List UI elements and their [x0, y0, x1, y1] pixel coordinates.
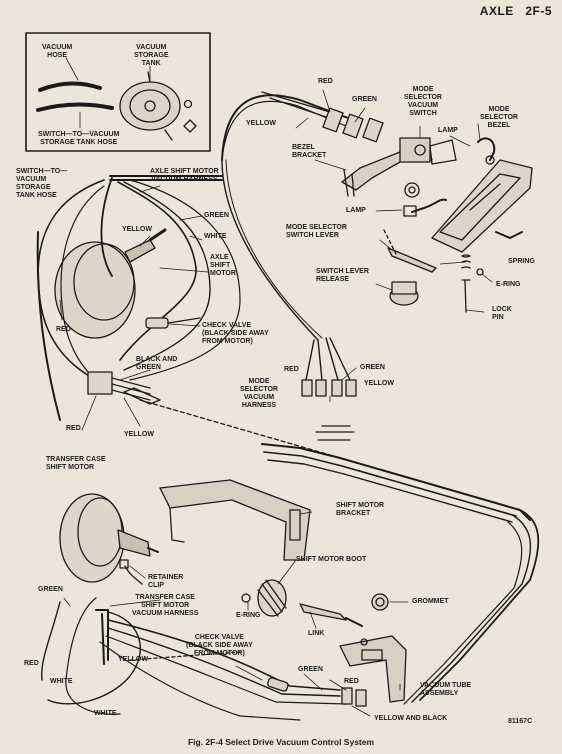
- label-mode-selector-bezel: MODE SELECTOR BEZEL: [480, 106, 518, 129]
- label-vacuum-tube-assembly: VACUUM TUBE ASSEMBLY: [420, 682, 472, 697]
- label-green-top: GREEN: [352, 96, 377, 103]
- label-mode-selector-vacuum-harness: MODE SELECTOR VACUUM HARNESS: [240, 378, 278, 409]
- label-retainer-clip: RETAINER CLIP: [148, 574, 184, 589]
- label-green-4: GREEN: [38, 586, 63, 593]
- label-red-3: RED: [284, 366, 299, 373]
- transfer-case-shift-motor: [59, 493, 159, 583]
- link: [299, 603, 347, 621]
- vacuum-tube-assembly: [339, 635, 407, 703]
- label-yellow-top: YELLOW: [246, 120, 276, 127]
- label-lamp-2: LAMP: [346, 207, 366, 214]
- label-switch-lever-release: SWITCH LEVER RELEASE: [316, 268, 369, 283]
- figure-code: 81167C: [508, 718, 533, 725]
- label-spring: SPRING: [508, 258, 535, 265]
- label-yellow-2: YELLOW: [124, 431, 154, 438]
- label-mode-selector-switch-lever: MODE SELECTOR SWITCH LEVER: [286, 224, 347, 239]
- header: AXLE 2F-5: [480, 4, 552, 18]
- inset-storage-tank: [119, 71, 181, 141]
- label-transfer-case-shift-motor: TRANSFER CASE SHIFT MOTOR: [46, 456, 106, 471]
- label-axle-shift-motor: AXLE SHIFT MOTOR: [210, 254, 236, 277]
- label-yellow-4: YELLOW: [118, 656, 148, 663]
- label-transfer-case-vacuum-harness: TRANSFER CASE SHIFT MOTOR VACUUM HARNESS: [132, 594, 199, 617]
- spring: [461, 254, 471, 269]
- inset-switch-hose: [36, 102, 114, 112]
- check-valve-1: [145, 317, 201, 329]
- label-switch-to-tank-hose-inset: SWITCH—TO—VACUUM STORAGE TANK HOSE: [38, 131, 120, 146]
- page-number: 2F-5: [525, 4, 552, 18]
- label-bezel-bracket: BEZEL BRACKET: [292, 144, 327, 159]
- inset-screw: [183, 99, 193, 109]
- inset-frame: [25, 32, 211, 152]
- label-mode-selector-vacuum-switch: MODE SELECTOR VACUUM SWITCH: [404, 86, 442, 117]
- label-yellow-and-black: YELLOW AND BLACK: [374, 715, 448, 722]
- label-vacuum-storage-tank: VACUUM STORAGE TANK: [134, 44, 169, 67]
- label-shift-motor-boot: SHIFT MOTOR BOOT: [296, 556, 367, 563]
- shift-motor-boot: [257, 579, 287, 617]
- label-white-1: WHITE: [204, 233, 227, 240]
- label-e-ring-1: E-RING: [496, 281, 521, 288]
- label-grommet: GROMMET: [412, 598, 449, 605]
- label-lamp-1: LAMP: [438, 127, 458, 134]
- top-harness-line: [221, 94, 349, 161]
- label-axle-shift-motor-vacuum-harness: AXLE SHIFT MOTOR VACUUM HARNESS: [150, 168, 219, 183]
- label-red-4: RED: [24, 660, 39, 667]
- label-yellow-3: YELLOW: [364, 380, 394, 387]
- label-link: LINK: [308, 630, 325, 637]
- label-check-valve-1: CHECK VALVE (BLACK SIDE AWAY FROM MOTOR): [202, 322, 269, 345]
- label-green-3: GREEN: [360, 364, 385, 371]
- inset-vacuum-hose: [38, 81, 102, 92]
- mode-selector-bezel: [431, 159, 533, 253]
- section-title: AXLE: [479, 4, 514, 18]
- label-red-1: RED: [56, 326, 71, 333]
- check-valve-2: [267, 677, 289, 692]
- label-vacuum-hose: VACUUM HOSE: [42, 44, 73, 59]
- label-shift-motor-bracket: SHIFT MOTOR BRACKET: [336, 502, 385, 517]
- label-e-ring-2: E-RING: [236, 612, 261, 619]
- label-green-5: GREEN: [298, 666, 323, 673]
- switch-lever: [387, 247, 437, 273]
- label-white-4: WHITE: [50, 678, 73, 685]
- label-black-and-green: BLACK AND GREEN: [136, 356, 178, 371]
- label-switch-to-tank-hose: SWITCH—TO— VACUUM STORAGE TANK HOSE: [16, 168, 68, 199]
- mode-selector-vacuum-switch: [399, 137, 457, 165]
- switch-lever-release: [389, 281, 419, 306]
- label-lock-pin: LOCK PIN: [492, 306, 512, 321]
- label-green-1: GREEN: [204, 212, 229, 219]
- lock-pin: [461, 279, 471, 313]
- label-yellow-1: YELLOW: [122, 226, 152, 233]
- label-white-5: WHITE: [94, 710, 117, 717]
- label-red-5: RED: [344, 678, 359, 685]
- label-check-valve-2: CHECK VALVE (BLACK SIDE AWAY FROM MOTOR): [186, 634, 253, 657]
- shift-motor-bracket: [159, 479, 311, 561]
- figure-caption: Fig. 2F-4 Select Drive Vacuum Control Sy…: [187, 737, 375, 747]
- label-red-2: RED: [66, 425, 81, 432]
- label-red-top: RED: [318, 78, 333, 85]
